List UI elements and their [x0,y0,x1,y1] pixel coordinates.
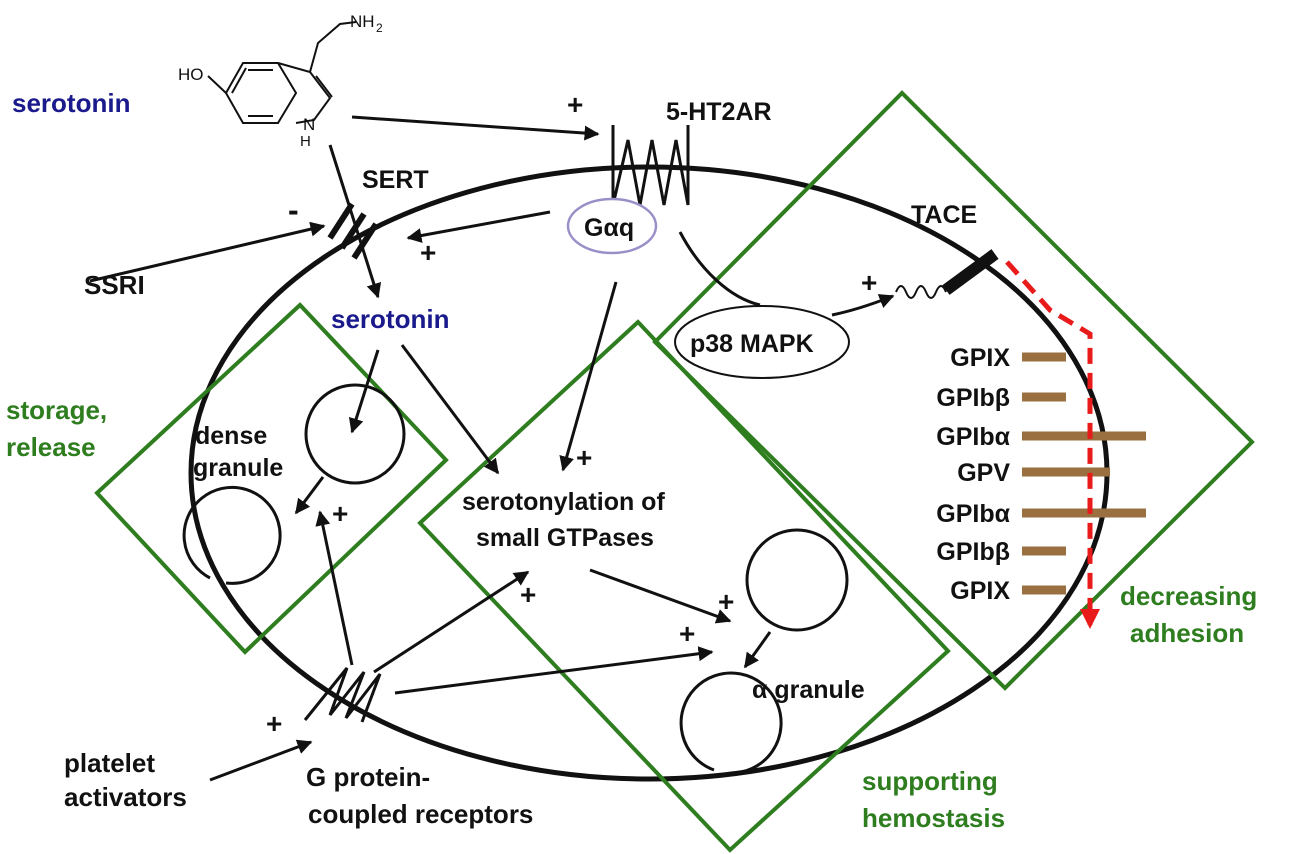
storage-release-box [94,302,449,655]
storage-label-1: storage, [6,395,107,425]
indole-h-label: H [300,133,311,150]
gp-label: GPIbβ [936,538,1010,566]
dense-granule-fusing [182,485,282,585]
amine-subscript: 2 [376,21,383,35]
gpcr-label-1: G protein- [306,762,430,792]
serotonin-inside-label: serotonin [331,304,449,334]
plus-activators: + [266,708,282,739]
gp-bars [1022,352,1146,595]
dense-granule-label-2: granule [193,454,283,482]
gp-label: GPV [957,459,1010,487]
adhesion-label-2: adhesion [1130,618,1244,648]
tace-enzyme [895,249,999,299]
gp-label: GPIX [950,344,1010,372]
arrows [89,115,895,782]
decreasing-adhesion-box [652,90,1255,691]
alpha-granule-top [745,528,849,632]
gp-label: GPIX [950,577,1010,605]
plus-gpcr-serotonylation: + [520,579,536,610]
gaq-label: Gαq [584,214,634,242]
hemostasis-label-2: hemostasis [862,803,1005,833]
hydroxyl-label: HO [178,65,204,84]
tace-label: TACE [911,201,977,229]
hemostasis-label-1: supporting [862,766,998,796]
storage-label-2: release [6,432,96,462]
sert-label: SERT [362,166,429,194]
gp-label: GPIbβ [936,384,1010,412]
p38-mapk-node [674,305,850,379]
activators-label-1: platelet [64,748,155,778]
granules [182,383,849,775]
alpha-granule-fusing [679,671,783,775]
plus-alpha-2: + [679,618,695,649]
supporting-hemostasis-box [417,319,951,853]
gp-labels: GPIX GPIbβ GPIbα GPV GPIbα GPIbβ GPIX [936,344,1010,605]
dense-granule-label-1: dense [195,422,267,450]
serotonylation-label-1: serotonylation of [462,488,665,516]
serotonylation-label-2: small GTPases [476,524,654,552]
plus-serotonylation: + [576,442,592,473]
sert-transporter [327,202,379,260]
plus-alpha-1: + [718,586,734,617]
shedding-arrow [1005,260,1100,629]
serotonin-outside-label: serotonin [12,88,130,118]
indole-n-label: N [303,115,315,134]
gpcr-label-2: coupled receptors [308,799,533,829]
p38-label: p38 MAPK [690,330,814,358]
5ht2ar-receptor [611,125,690,206]
minus-ssri: - [288,192,299,228]
plus-5ht2ar: + [567,89,583,120]
alpha-granule-label: α granule [752,676,865,704]
gaq-protein [566,197,658,255]
adhesion-label-1: decreasing [1120,581,1257,611]
activators-label-2: activators [64,782,187,812]
serotonin-structure [207,21,357,124]
amine-label: NH [350,12,375,31]
gp-label: GPIbα [936,500,1010,528]
gpcr-receptor [303,667,382,723]
ssri-label: SSRI [84,270,145,300]
5ht2ar-label: 5-HT2AR [666,98,772,126]
dense-granule-top [304,383,406,485]
gaq-to-p38-curve [678,231,761,307]
plus-dense: + [332,498,348,529]
gp-label: GPIbα [936,423,1010,451]
plus-tace: + [861,267,877,298]
plus-sert: + [420,237,436,268]
